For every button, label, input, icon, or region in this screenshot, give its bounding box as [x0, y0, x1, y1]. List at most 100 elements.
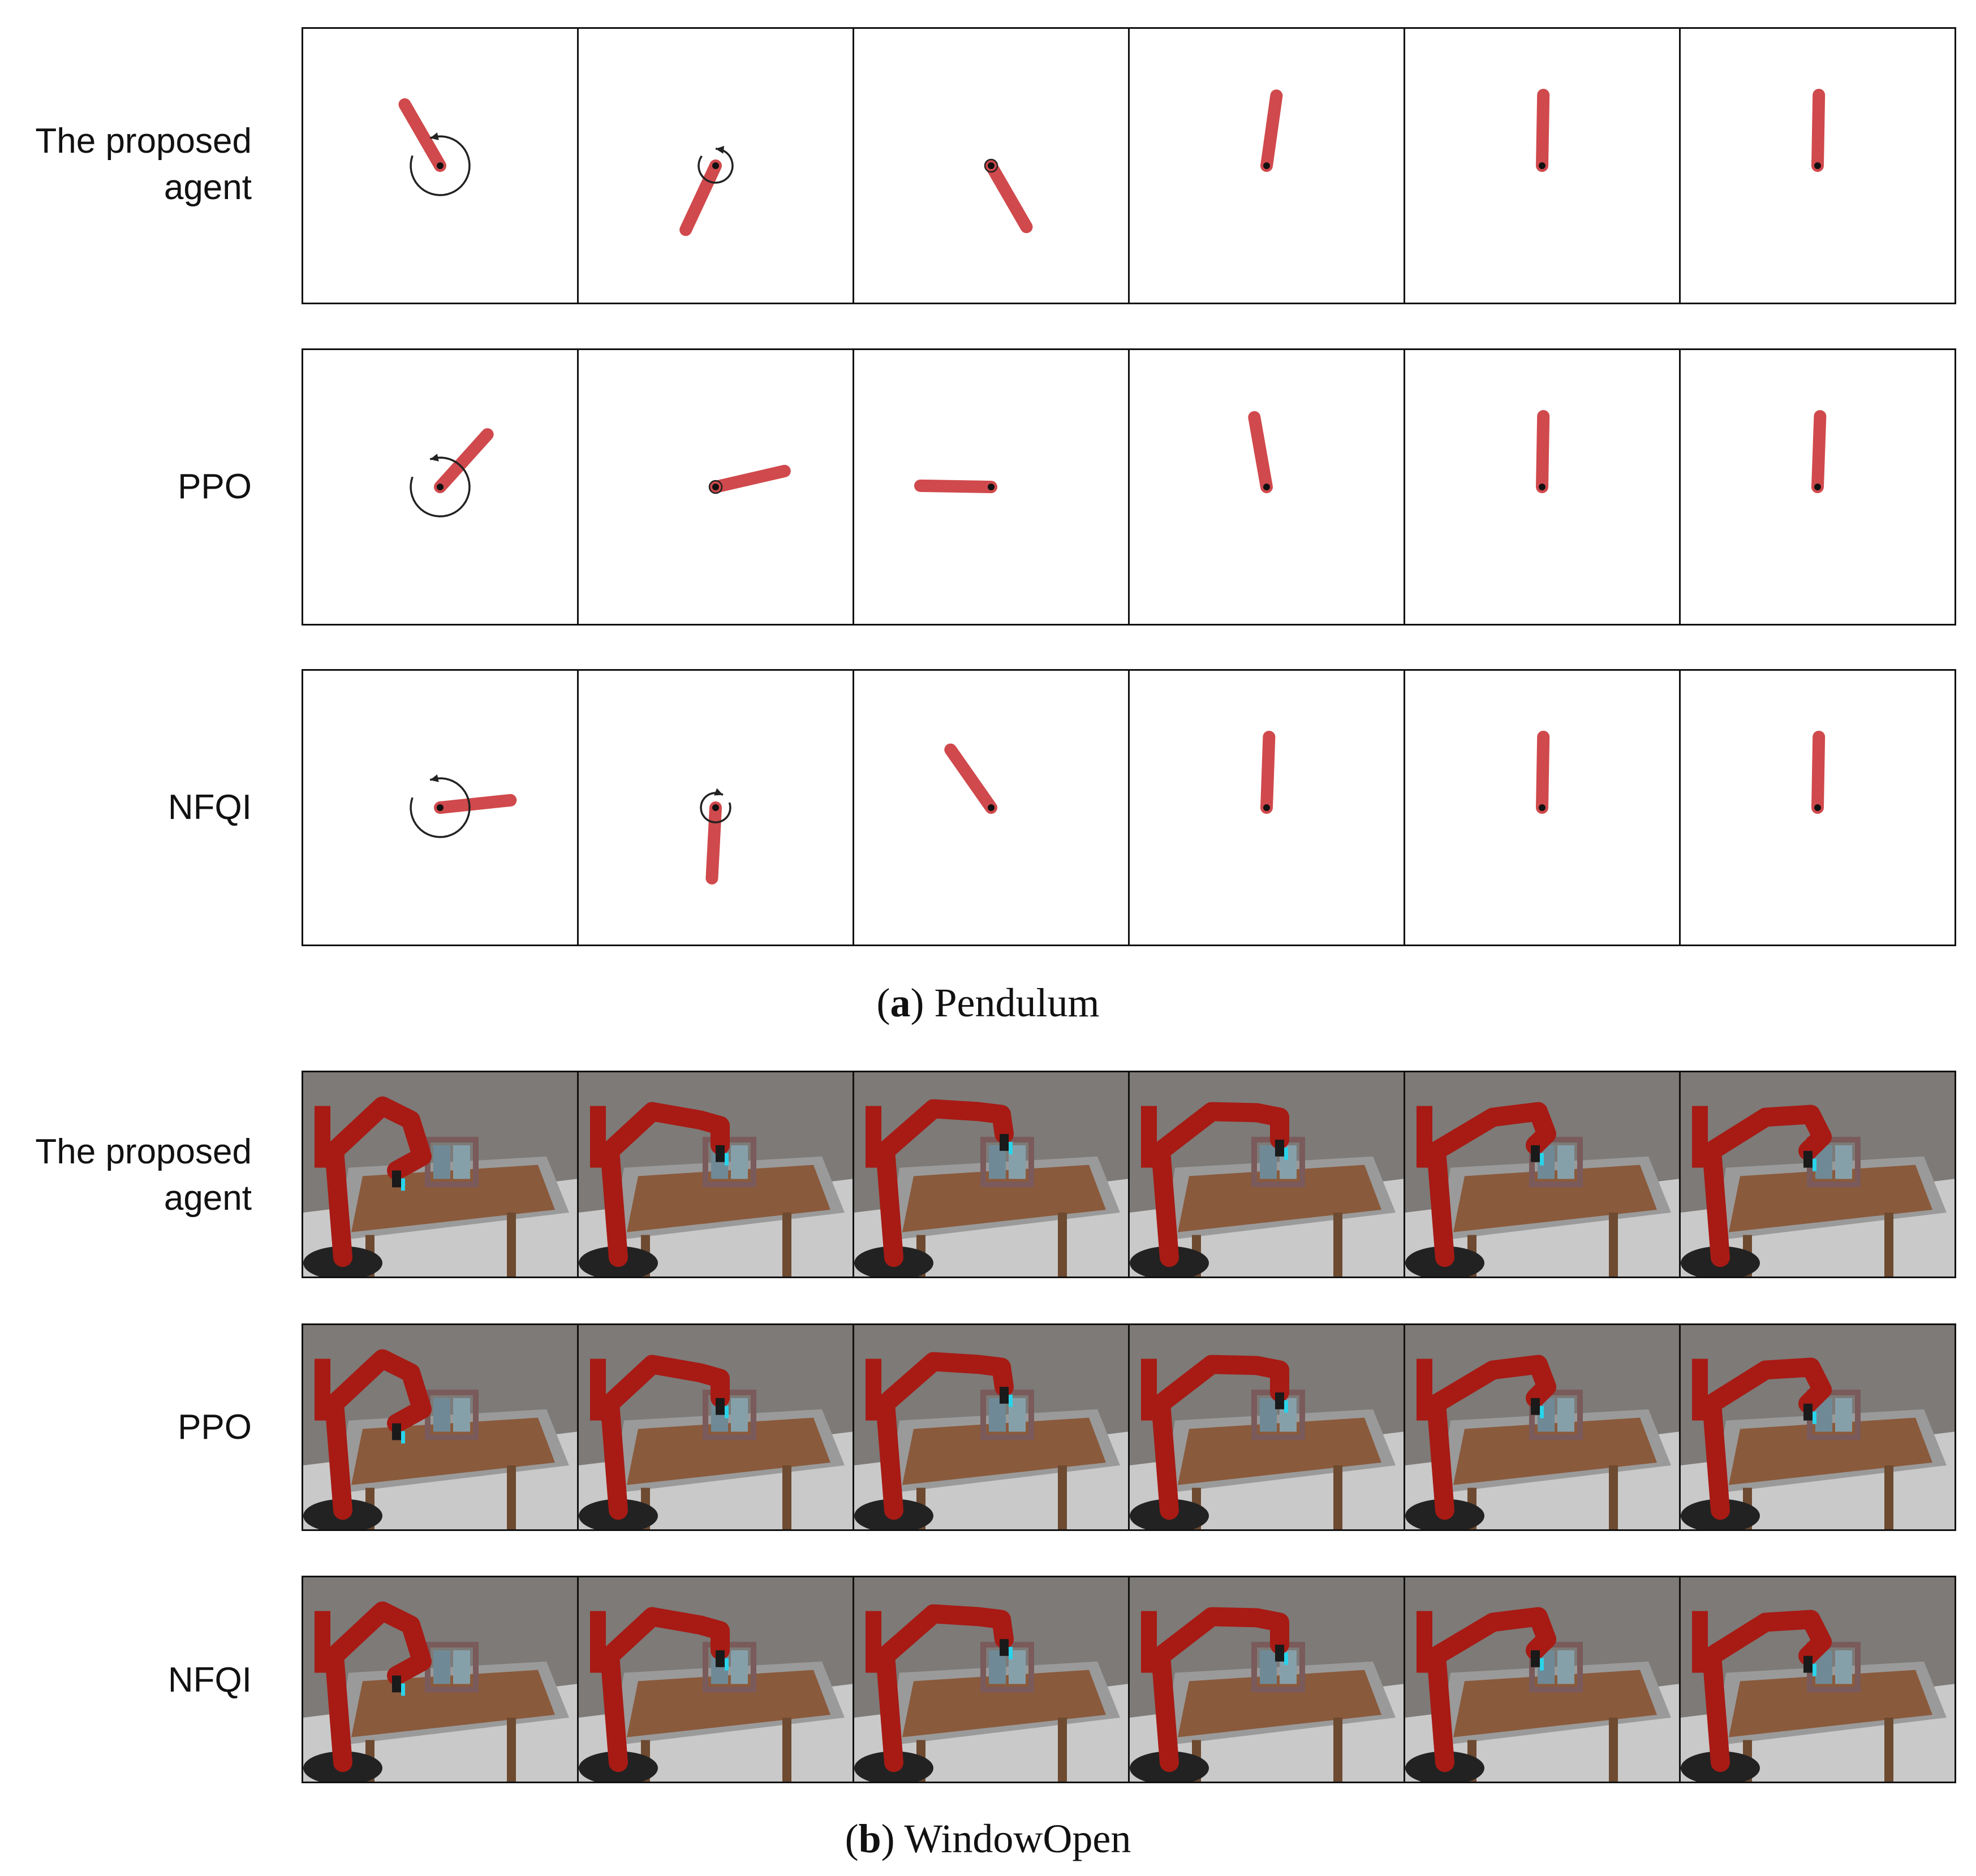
arrowhead-icon	[430, 454, 439, 462]
pendulum-pivot	[437, 484, 444, 490]
pendulum-rod	[709, 464, 791, 493]
pendulum-rod	[1536, 89, 1550, 172]
rotation-arrow-icon	[984, 158, 998, 173]
pendulum-pivot	[1263, 484, 1270, 490]
pendulum-rod	[398, 98, 446, 172]
robot-arm	[1151, 1102, 1289, 1267]
table-surface	[902, 1670, 1106, 1737]
pendulum-pivot	[712, 804, 719, 811]
pendulum-rod	[1248, 411, 1273, 493]
robot-arm	[876, 1352, 1014, 1520]
robot-gripper	[392, 1423, 401, 1441]
pendulum-frame	[853, 29, 1128, 303]
table-surface	[1453, 1165, 1657, 1232]
pendulum-caption: (a) Pendulum	[876, 980, 1100, 1025]
table-surface	[1453, 1670, 1657, 1737]
table-surface	[1178, 1417, 1381, 1485]
robot-arm	[325, 1601, 432, 1773]
windowopen-frame	[1128, 1577, 1404, 1782]
window-strip-ppo	[302, 1323, 1956, 1531]
window-object	[1529, 1390, 1583, 1441]
table-surface	[1729, 1670, 1932, 1737]
windowopen-frame	[1679, 1577, 1955, 1782]
pendulum-pivot	[1814, 804, 1821, 811]
window-object	[980, 1642, 1034, 1693]
pendulum-frame	[577, 29, 853, 303]
windowopen-frame	[303, 1072, 577, 1276]
pendulum-frame	[1128, 29, 1404, 303]
windowopen-frame	[1404, 1325, 1679, 1529]
row-label-nfqi-window: NFQI	[167, 1661, 252, 1700]
robot-gripper	[1275, 1140, 1284, 1157]
window-object	[425, 1642, 479, 1693]
rotation-arrow-icon	[708, 480, 723, 494]
rotation-arrow-icon	[410, 456, 471, 517]
robot-arm	[1702, 1610, 1832, 1773]
pendulum-frame	[1404, 350, 1679, 624]
robot-gripper	[1531, 1145, 1540, 1162]
table-surface	[902, 1417, 1106, 1485]
robot-arm	[1151, 1607, 1289, 1773]
pendulum-frame	[577, 350, 853, 624]
windowopen-frame	[577, 1577, 853, 1782]
pendulum-pivot	[988, 162, 995, 169]
windowopen-frame	[1128, 1325, 1404, 1529]
pendulum-rod	[705, 801, 722, 885]
arrowhead-icon	[430, 132, 439, 140]
robot-gripper	[1275, 1645, 1284, 1662]
windowopen-frame	[853, 1325, 1128, 1529]
pendulum-pivot	[1539, 804, 1546, 811]
table-surface	[1453, 1417, 1657, 1485]
pendulum-pivot	[1263, 804, 1270, 811]
pendulum-caption-text: Pendulum	[934, 980, 1100, 1025]
pendulum-rod	[1811, 89, 1826, 172]
windowopen-frame	[853, 1577, 1128, 1782]
pendulum-frame	[303, 350, 577, 624]
rotation-arrow-icon	[410, 777, 471, 838]
pendulum-rod	[434, 428, 494, 493]
pendulum-strip-nfqi	[302, 669, 1956, 946]
robot-gripper	[716, 1650, 725, 1667]
pendulum-frame	[1679, 29, 1955, 303]
robot-gripper	[392, 1675, 401, 1693]
robot-gripper	[716, 1398, 725, 1415]
row-label-proposed-window: The proposed agent	[35, 1132, 252, 1218]
pendulum-rod	[944, 743, 997, 814]
robot-arm	[876, 1604, 1014, 1773]
pendulum-rod	[1260, 89, 1283, 172]
windowopen-frame	[853, 1072, 1128, 1276]
pendulum-pivot	[1814, 484, 1821, 490]
pendulum-rod	[1811, 410, 1827, 493]
robot-gripper	[1803, 1150, 1813, 1168]
robot-arm	[1427, 1102, 1556, 1267]
windowopen-frame	[303, 1325, 577, 1529]
robot-gripper	[392, 1170, 401, 1188]
pendulum-frame	[1128, 671, 1404, 945]
windowopen-caption-text: WindowOpen	[904, 1816, 1131, 1861]
pendulum-rod	[985, 159, 1033, 234]
robot-arm	[876, 1099, 1014, 1267]
windowopen-caption: (b) WindowOpen	[845, 1816, 1131, 1861]
pendulum-rod	[1536, 731, 1550, 814]
arrowhead-icon	[716, 146, 725, 154]
rotation-arrow-icon	[410, 135, 471, 196]
table-surface	[627, 1417, 830, 1485]
pendulum-frame	[853, 671, 1128, 945]
pendulum-strip-ppo	[302, 348, 1956, 626]
table-surface	[1729, 1165, 1932, 1232]
pendulum-pivot	[1814, 162, 1821, 169]
pendulum-pivot	[1263, 162, 1270, 169]
pendulum-pivot	[712, 484, 719, 490]
windowopen-frame	[577, 1072, 853, 1276]
row-label-ppo-pendulum: PPO	[178, 467, 252, 506]
windowopen-frame	[1404, 1577, 1679, 1782]
pendulum-frame	[1679, 350, 1955, 624]
rotation-arrow-icon	[698, 148, 734, 184]
pendulum-pivot	[1539, 484, 1546, 490]
pendulum-pivot	[988, 804, 995, 811]
robot-gripper	[716, 1145, 725, 1162]
pendulum-frame	[1128, 350, 1404, 624]
pendulum-frame	[853, 350, 1128, 624]
table-surface	[1178, 1165, 1381, 1232]
table-surface	[627, 1670, 830, 1737]
